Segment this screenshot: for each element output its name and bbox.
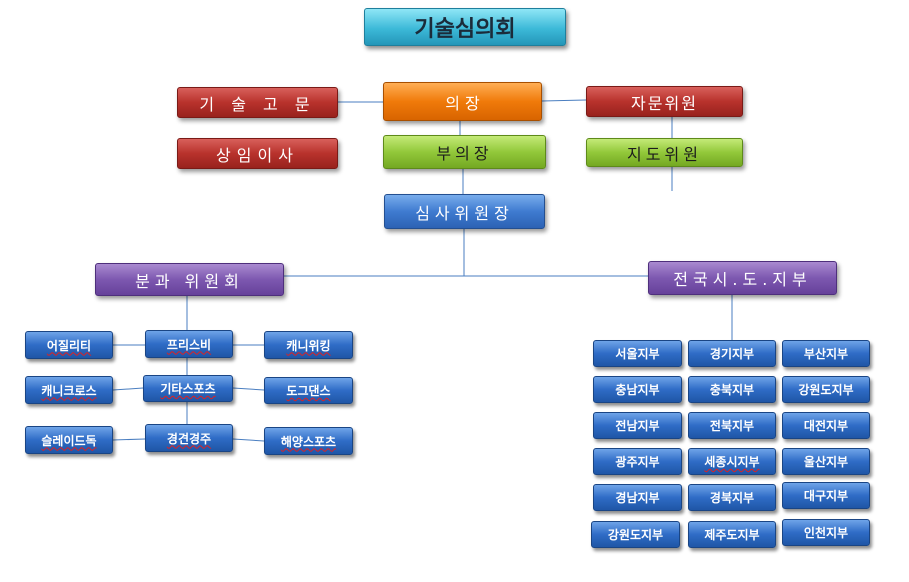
branch-item: 강원도지부 <box>591 521 680 548</box>
committee-box: 분과 위원회 <box>95 263 284 296</box>
committee-item: 캐니크로스 <box>25 376 113 404</box>
guidance-committee-box: 지도위원 <box>586 138 743 167</box>
branch-item: 강원도지부 <box>782 376 870 403</box>
committee-item: 슬레이드독 <box>25 426 113 454</box>
branch-item: 충남지부 <box>593 376 682 403</box>
branch-item: 세종시지부 <box>688 448 776 475</box>
branch-item: 울산지부 <box>782 448 870 475</box>
branch-item: 인천지부 <box>782 519 870 546</box>
branch-item: 대전지부 <box>782 412 870 439</box>
branch-item: 전북지부 <box>688 412 776 439</box>
committee-item: 프리스비 <box>145 330 233 358</box>
committee-item: 기타스포츠 <box>143 375 233 402</box>
committee-item: 경견경주 <box>145 424 233 452</box>
page-title: 기술심의회 <box>364 8 566 46</box>
branch-item: 경남지부 <box>593 484 682 511</box>
committee-item: 도그댄스 <box>264 377 353 404</box>
vice-chairman-box: 부의장 <box>383 135 546 169</box>
branch-item: 대구지부 <box>782 482 870 509</box>
regional-branches-box: 전국시.도.지부 <box>648 261 837 295</box>
technical-advisor-box: 기 술 고 문 <box>177 87 338 118</box>
branch-item: 전남지부 <box>593 412 682 439</box>
review-chair-box: 심사위원장 <box>384 194 545 229</box>
branch-item: 서울지부 <box>593 340 682 367</box>
chairman-box: 의 장 <box>383 82 542 121</box>
branch-item: 부산지부 <box>782 340 870 367</box>
branch-item: 광주지부 <box>593 448 682 475</box>
branch-item: 경북지부 <box>688 484 776 511</box>
committee-item: 어질리티 <box>25 331 113 359</box>
branch-item: 경기지부 <box>688 340 776 367</box>
committee-item: 캐니위킹 <box>264 331 353 359</box>
branch-item: 제주도지부 <box>688 521 776 548</box>
branch-item: 충북지부 <box>688 376 776 403</box>
standing-director-box: 상임이사 <box>177 138 338 169</box>
consultant-box: 자문위원 <box>586 86 743 117</box>
committee-item: 해양스포츠 <box>264 427 353 455</box>
